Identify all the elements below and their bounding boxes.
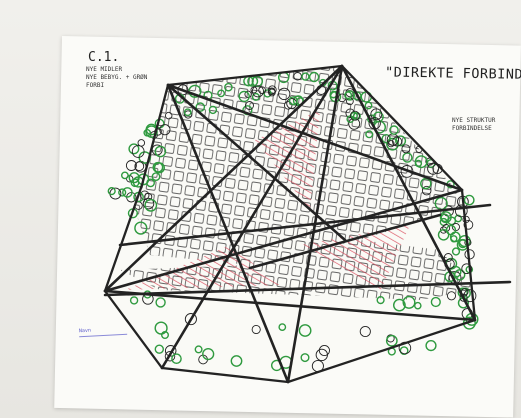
tree-mark: [465, 195, 474, 204]
sketch-title: "DIREKTE FORBINDELSE": [385, 64, 521, 83]
tree-mark: [108, 188, 115, 195]
tree-mark: [426, 341, 436, 351]
tree-mark: [138, 140, 145, 147]
note-left: NYE MIDLER NYE BEBYG. + GRØN FORBI: [86, 66, 147, 90]
tree-mark: [122, 172, 128, 178]
note-right: NYE STRUKTUR FORBINDELSE: [452, 117, 495, 133]
sheet-label: C.1.: [88, 50, 119, 65]
signature-text: Navn: [79, 328, 91, 335]
